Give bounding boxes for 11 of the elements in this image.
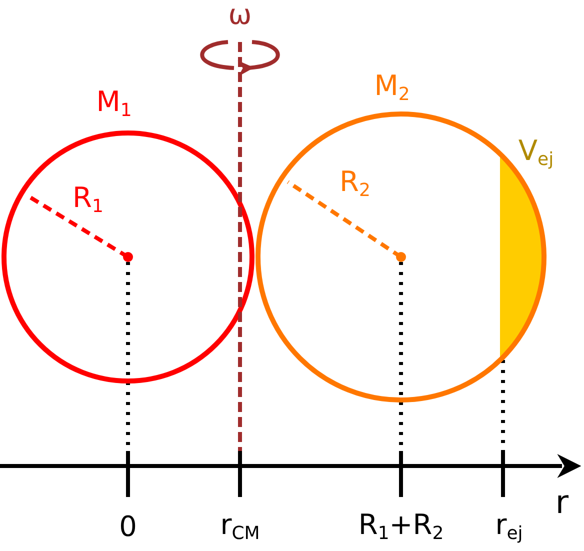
radius-label: R$_{1}$: [72, 184, 104, 216]
volume-label: V$_{ej}$: [518, 136, 554, 170]
tick-label: R$_{1}$+R$_{2}$: [358, 510, 444, 544]
radius-label: R$_{2}$: [340, 168, 370, 200]
tick-label: r$_{ej}$: [495, 510, 523, 544]
tick-label: r$_{CM}$: [220, 510, 260, 544]
omega-label: ω: [228, 1, 252, 29]
mass-label: M$_{2}$: [374, 72, 410, 104]
mass-label: M$_{1}$: [96, 88, 132, 120]
tick-label: 0: [119, 513, 137, 541]
axis-label: r: [555, 486, 569, 518]
